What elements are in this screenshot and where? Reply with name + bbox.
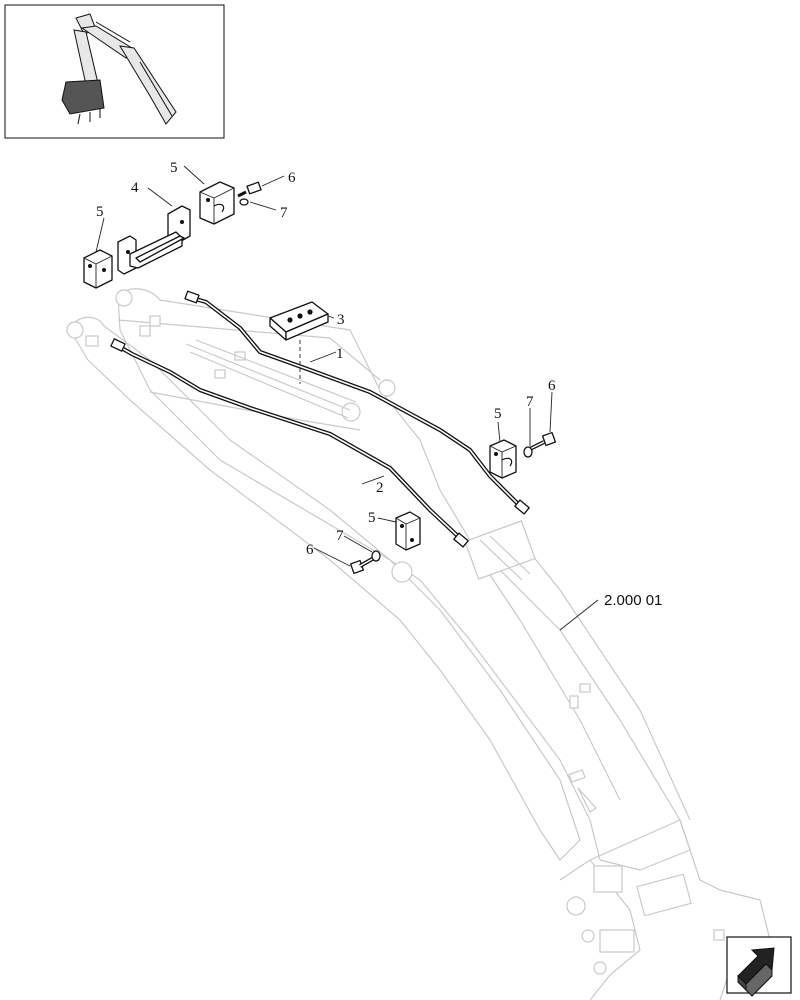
callout-6-top: 6 <box>288 170 296 186</box>
callout-4: 4 <box>131 180 139 196</box>
callout-labels: 1 2 3 4 5 5 5 5 6 6 6 7 7 7 2.000 01 <box>96 160 662 609</box>
bolt-6-lower <box>349 556 375 575</box>
callout-7-lower: 7 <box>336 528 344 544</box>
callout-6-right: 6 <box>548 378 556 394</box>
clamp-block-5-right <box>489 439 517 479</box>
callout-5-left: 5 <box>96 204 104 220</box>
pipe-fitting <box>514 499 530 515</box>
boom-structure <box>66 288 771 1000</box>
callout-5-top: 5 <box>170 160 178 176</box>
pipe-fitting <box>184 290 200 304</box>
pivot-boss <box>378 379 396 397</box>
callout-1: 1 <box>336 346 344 362</box>
washer-7-right <box>523 446 533 458</box>
callout-6-lower: 6 <box>306 542 314 558</box>
pipe-clamp-plate-3 <box>269 301 329 384</box>
pipe-fitting <box>110 338 126 352</box>
clamp-block-5-left <box>83 249 113 289</box>
callout-2: 2 <box>376 480 384 496</box>
callout-7-top: 7 <box>280 205 288 221</box>
washer-7-lower <box>371 550 381 562</box>
pivot-boss <box>566 896 586 916</box>
callout-5-lower: 5 <box>368 510 376 526</box>
hydraulic-pipe-1 <box>184 290 530 515</box>
excavator-overview-thumbnail <box>61 13 177 125</box>
locator-thumbnail <box>4 4 225 139</box>
callout-3: 3 <box>337 312 345 328</box>
callout-5-right: 5 <box>494 406 502 422</box>
reference-label: 2.000 01 <box>604 592 662 609</box>
bolt-6-top <box>237 181 262 198</box>
bracket-4 <box>117 205 191 275</box>
thumbnail-frame <box>4 4 225 139</box>
callout-7-right: 7 <box>526 394 534 410</box>
bolt-6-right <box>527 431 557 452</box>
pivot-boss <box>341 402 361 422</box>
pivot-boss <box>115 289 133 307</box>
navigate-arrow-icon[interactable] <box>726 936 792 997</box>
clamp-block-5-top <box>199 181 235 225</box>
dipper-pin-housing <box>593 865 623 893</box>
pipe-fitting <box>453 532 469 548</box>
pivot-boss <box>66 321 84 339</box>
washer-7-top <box>239 198 249 206</box>
leader-lines <box>95 165 599 631</box>
clamp-block-5-lower <box>395 511 421 551</box>
pivot-boss <box>391 561 413 583</box>
hydraulic-pipe-2 <box>110 338 469 548</box>
